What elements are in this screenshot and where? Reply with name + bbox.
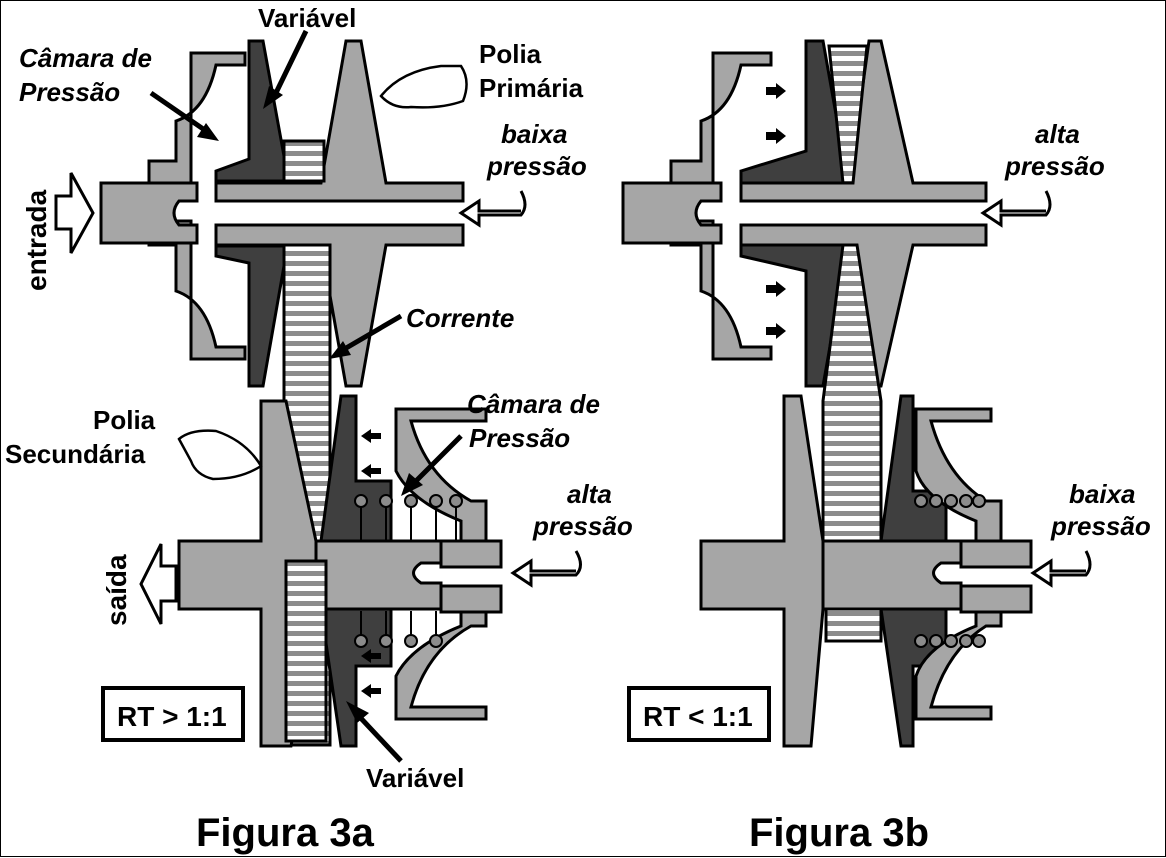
springs-top <box>354 494 463 541</box>
label-corrente: Corrente <box>406 303 514 333</box>
b-primary-housing <box>669 51 773 189</box>
b-secondary-housing-lower <box>914 604 1003 721</box>
caption-3b: Figura 3b <box>749 811 929 855</box>
secondary-end-lower <box>439 584 503 614</box>
secondary-housing-lower <box>394 604 488 721</box>
b-secondary-fixed <box>699 394 825 748</box>
label-pressao-2: pressão <box>532 511 633 541</box>
label-pressao-1: pressão <box>486 151 587 181</box>
secondary-shaft <box>314 539 443 611</box>
label-camara2-1: Câmara de <box>467 389 600 419</box>
label-variavel-top: Variável <box>258 3 356 33</box>
b-springs <box>914 494 986 648</box>
primary-housing <box>147 51 247 189</box>
b-label-baixa: baixa <box>1069 479 1136 509</box>
b-secondary-housing <box>914 407 1003 543</box>
secondary-end <box>439 539 503 569</box>
leader-arrows <box>149 29 463 763</box>
b-hollow-arrow-icon <box>980 190 1092 588</box>
ratio-box-a <box>101 686 245 742</box>
label-polia-primaria-2: Primária <box>479 73 584 103</box>
b-label-pressao-1: pressão <box>1004 151 1105 181</box>
ratio-box-b <box>627 686 771 742</box>
b-primary-hub <box>621 181 723 245</box>
b-pressure-arrow-icon <box>766 83 786 339</box>
chain-secondary <box>284 559 328 743</box>
b-secondary-shaft <box>821 539 963 611</box>
b-secondary-end-lower <box>959 584 1033 614</box>
ratio-text-a: RT > 1:1 <box>117 701 227 732</box>
labels-b: alta pressão baixa pressão RT < 1:1 Figu… <box>643 119 1151 855</box>
label-camara2-2: Pressão <box>469 423 570 453</box>
label-entrada: entrada <box>21 189 52 291</box>
secondary-pulley <box>177 394 503 748</box>
figure-3b <box>621 39 1092 748</box>
label-polia-sec-1: Polia <box>93 405 156 435</box>
labels-a: Variável Câmara de Pressão Polia Primári… <box>5 3 633 855</box>
pressure-arrow-icon <box>361 429 381 698</box>
secondary-fixed-sheave <box>177 399 318 748</box>
primary-movable-sheave-lower <box>214 244 286 388</box>
b-label-alta: alta <box>1035 119 1080 149</box>
label-camara-1: Câmara de <box>19 43 152 73</box>
label-baixa: baixa <box>501 119 568 149</box>
b-secondary-end <box>959 539 1033 569</box>
b-chain-secondary <box>824 607 883 643</box>
b-label-pressao-2: pressão <box>1050 511 1151 541</box>
label-alta: alta <box>567 479 612 509</box>
label-polia-sec-2: Secundária <box>5 439 146 469</box>
figure-3a <box>54 29 582 763</box>
primary-fixed-sheave <box>214 39 465 203</box>
springs-bottom <box>354 611 443 648</box>
primary-fixed-sheave-lower <box>214 223 465 388</box>
ratio-text-b: RT < 1:1 <box>643 701 753 732</box>
primary-hub <box>99 181 199 245</box>
b-chain-primary <box>827 44 869 185</box>
primary-pulley <box>99 39 465 388</box>
hollow-arrow-icon <box>54 172 582 625</box>
caption-3a: Figura 3a <box>196 811 375 855</box>
chain-primary <box>282 139 326 183</box>
label-camara-2: Pressão <box>19 77 120 107</box>
label-polia-primaria-1: Polia <box>479 39 542 69</box>
pointing-hand-icon <box>177 64 468 481</box>
label-saida: saída <box>101 554 132 626</box>
label-variavel-bottom: Variável <box>366 763 464 793</box>
